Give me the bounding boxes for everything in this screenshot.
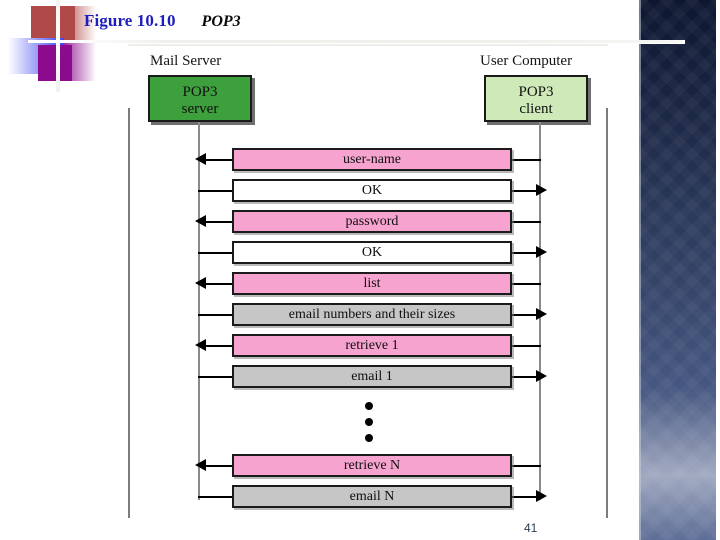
message-tail-client bbox=[510, 345, 541, 347]
message-box: retrieve 1 bbox=[232, 334, 512, 357]
node-pop3-server: POP3 server bbox=[148, 75, 252, 122]
arrowhead-right-icon bbox=[536, 246, 547, 258]
message-tail-client bbox=[510, 465, 541, 467]
node-client-line1: POP3 bbox=[518, 84, 554, 100]
sidebar-right-edge bbox=[716, 0, 720, 540]
ellipsis-dot bbox=[365, 434, 373, 442]
message-row: password bbox=[128, 210, 608, 234]
message-box: retrieve N bbox=[232, 454, 512, 477]
decoration-vertical-bar bbox=[56, 0, 60, 92]
message-box: email 1 bbox=[232, 365, 512, 388]
message-box: OK bbox=[232, 179, 512, 202]
diagram-frame-left bbox=[128, 108, 130, 518]
message-row: email N bbox=[128, 485, 608, 509]
message-row: OK bbox=[128, 179, 608, 203]
message-arrow-shaft bbox=[510, 496, 542, 498]
page-title: Figure 10.10 POP3 bbox=[84, 11, 241, 35]
lane-label-client: User Computer bbox=[480, 53, 573, 69]
message-arrow-shaft bbox=[204, 159, 234, 161]
arrowhead-right-icon bbox=[536, 370, 547, 382]
message-box: email N bbox=[232, 485, 512, 508]
arrowhead-left-icon bbox=[195, 339, 206, 351]
message-row: OK bbox=[128, 241, 608, 265]
title-underline-rule bbox=[28, 40, 682, 43]
message-arrow-shaft bbox=[510, 376, 542, 378]
message-row: email 1 bbox=[128, 365, 608, 389]
ellipsis-dot bbox=[365, 402, 373, 410]
lifeline-server bbox=[198, 122, 200, 500]
message-tail-client bbox=[510, 159, 541, 161]
node-client-line2: client bbox=[519, 101, 553, 117]
page-number: 41 bbox=[524, 521, 538, 535]
arrowhead-right-icon bbox=[536, 184, 547, 196]
message-arrow-shaft bbox=[204, 465, 234, 467]
lane-label-server: Mail Server bbox=[150, 53, 222, 69]
message-box: OK bbox=[232, 241, 512, 264]
message-tail-server bbox=[198, 314, 234, 316]
arrowhead-left-icon bbox=[195, 459, 206, 471]
message-row: email numbers and their sizes bbox=[128, 303, 608, 327]
node-pop3-client: POP3 client bbox=[484, 75, 588, 122]
message-box: list bbox=[232, 272, 512, 295]
figure-label: Figure 10.10 bbox=[84, 11, 176, 30]
diagram-frame-top bbox=[128, 44, 608, 46]
message-arrow-shaft bbox=[204, 283, 234, 285]
message-arrow-shaft bbox=[510, 252, 542, 254]
message-tail-client bbox=[510, 221, 541, 223]
vertical-ellipsis bbox=[365, 402, 375, 450]
message-row: retrieve N bbox=[128, 454, 608, 478]
message-box: user-name bbox=[232, 148, 512, 171]
message-tail-server bbox=[198, 496, 234, 498]
message-arrow-shaft bbox=[204, 345, 234, 347]
message-tail-server bbox=[198, 190, 234, 192]
arrowhead-left-icon bbox=[195, 153, 206, 165]
message-row: user-name bbox=[128, 148, 608, 172]
figure-topic: POP3 bbox=[201, 13, 241, 30]
sidebar-decoration bbox=[639, 0, 720, 540]
message-tail-client bbox=[510, 283, 541, 285]
ellipsis-dot bbox=[365, 418, 373, 426]
diagram-frame-right bbox=[606, 108, 608, 518]
arrowhead-left-icon bbox=[195, 277, 206, 289]
arrowhead-left-icon bbox=[195, 215, 206, 227]
sidebar-left-edge bbox=[639, 0, 641, 540]
message-box: password bbox=[232, 210, 512, 233]
message-arrow-shaft bbox=[204, 221, 234, 223]
decoration-purple-square bbox=[38, 45, 72, 81]
sequence-diagram: Mail Server User Computer POP3 server PO… bbox=[128, 44, 608, 518]
message-box: email numbers and their sizes bbox=[232, 303, 512, 326]
message-tail-server bbox=[198, 252, 234, 254]
message-row: list bbox=[128, 272, 608, 296]
sidebar-diamond-pattern bbox=[639, 0, 720, 540]
node-server-line2: server bbox=[181, 101, 219, 117]
message-arrow-shaft bbox=[510, 314, 542, 316]
node-server-line1: POP3 bbox=[182, 84, 218, 100]
message-row: retrieve 1 bbox=[128, 334, 608, 358]
arrowhead-right-icon bbox=[536, 308, 547, 320]
message-arrow-shaft bbox=[510, 190, 542, 192]
arrowhead-right-icon bbox=[536, 490, 547, 502]
message-tail-server bbox=[198, 376, 234, 378]
